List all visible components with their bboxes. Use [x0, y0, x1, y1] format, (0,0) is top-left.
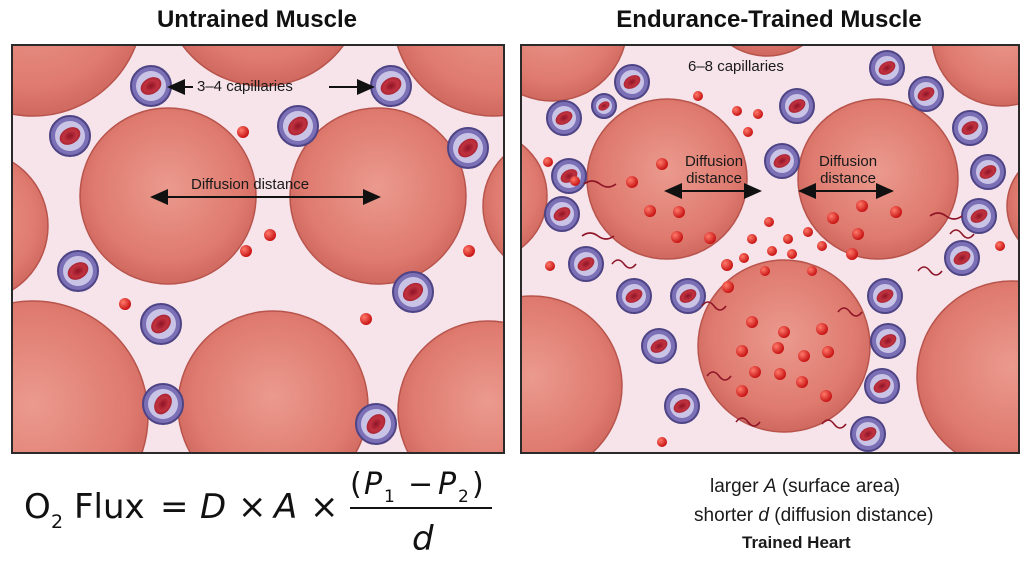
trained-muscle-panel: 6–8 capillaries Diffusion distance Diffu… [520, 44, 1020, 454]
formula-minus: − [408, 468, 433, 502]
formula-o: O [24, 487, 51, 527]
trained-muscle-illustration [522, 46, 1018, 452]
note-trained-heart: Trained Heart [742, 533, 851, 552]
diffusion-label-1-line1: Diffusion [684, 153, 744, 170]
note1-var: A [763, 476, 777, 497]
muscle-fibers-trained [522, 46, 1018, 452]
oxygen-molecules-trained [543, 91, 1005, 447]
note1-pre: larger [710, 476, 764, 497]
diffusion-label-2-line2: distance [820, 170, 876, 187]
capillaries-trained [544, 50, 1006, 452]
capillary-count-label: 3–4 capillaries [197, 78, 293, 95]
capillary-count-label-trained: 6–8 capillaries [688, 58, 784, 75]
title-trained: Endurance-Trained Muscle [616, 6, 922, 33]
title-untrained: Untrained Muscle [156, 6, 358, 33]
formula-d: d [412, 519, 434, 556]
diffusion-distance-label: Diffusion distance [191, 176, 310, 193]
formula-p1-sub: 1 [384, 487, 395, 507]
diffusion-label-2-line1: Diffusion [818, 153, 878, 170]
note2-var: d [758, 505, 769, 526]
formula-o-sub: 2 [51, 511, 63, 533]
formula-p2: P [438, 468, 457, 502]
formula-rparen: ) [472, 468, 484, 502]
formula-svg: O 2 Flux = D × A × ( P 1 − P 2 ) d [24, 467, 492, 559]
formula-A: A [272, 487, 297, 527]
diffusion-label-1-line2: distance [686, 170, 742, 187]
oxygen-molecules [119, 126, 475, 325]
note-larger-area: larger A (surface area) [710, 476, 900, 498]
formula-lparen: ( [350, 468, 362, 502]
formula-times-1: × [238, 487, 267, 527]
muscle-fibers [13, 46, 503, 452]
diffusion-distance-label-1: Diffusion distance [674, 153, 754, 187]
formula-equals: = [160, 487, 189, 527]
formula-p2-sub: 2 [458, 487, 469, 507]
untrained-muscle-panel: 3–4 capillaries Diffusion distance [11, 44, 505, 454]
fick-law-formula: O 2 Flux = D × A × ( P 1 − P 2 ) d [24, 467, 524, 559]
formula-flux: Flux [74, 487, 145, 527]
note-shorter-distance: shorter d (diffusion distance) [694, 505, 933, 527]
diffusion-distance-label-2: Diffusion distance [808, 153, 888, 187]
formula-D: D [200, 487, 226, 527]
note2-post: (diffusion distance) [769, 505, 934, 526]
diffusion-squiggles [581, 180, 975, 429]
formula-p1: P [364, 468, 383, 502]
formula-times-2: × [310, 487, 339, 527]
note1-post: (surface area) [776, 476, 901, 497]
untrained-muscle-illustration [13, 46, 503, 452]
note2-pre: shorter [694, 505, 759, 526]
arrows [150, 79, 381, 205]
capillaries [49, 65, 489, 445]
